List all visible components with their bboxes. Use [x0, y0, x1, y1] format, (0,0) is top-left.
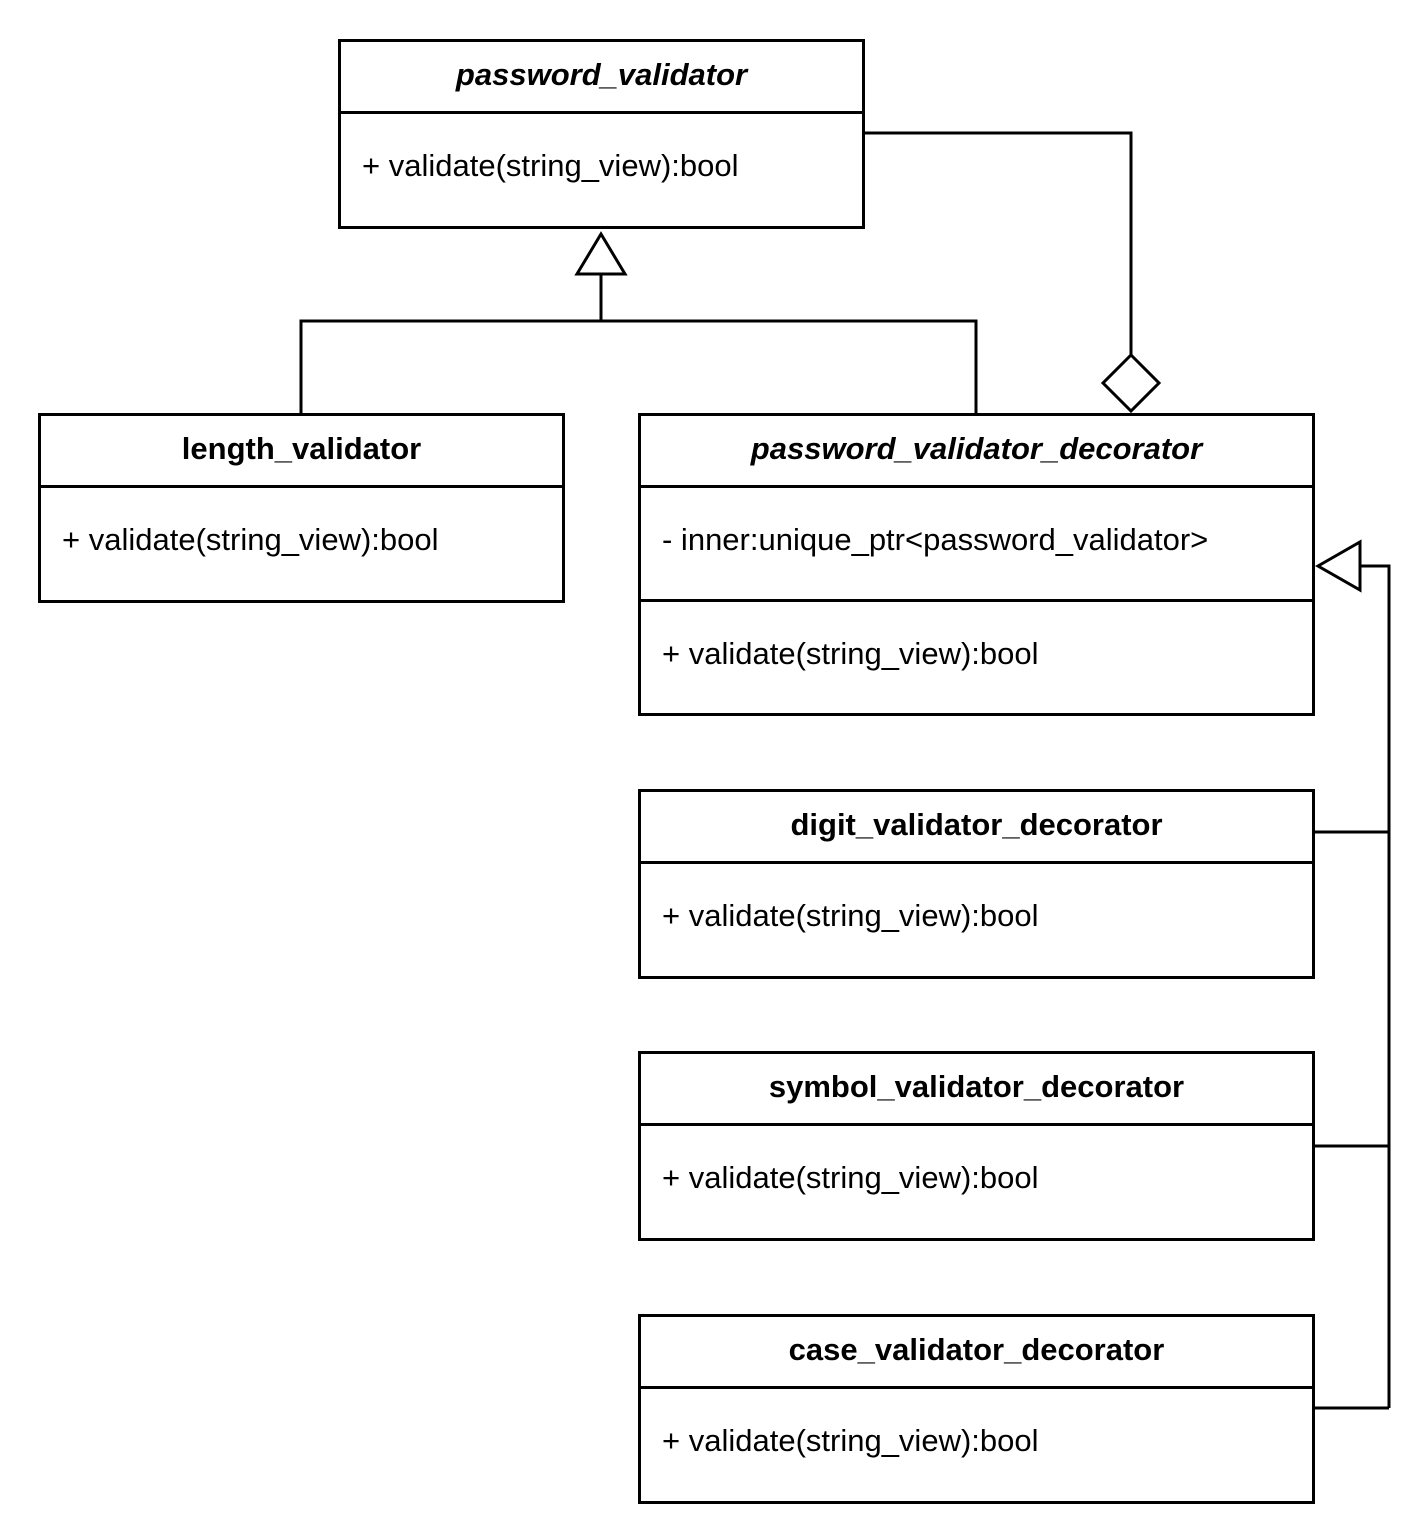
class-name: digit_validator_decorator: [641, 792, 1312, 864]
class-operation: + validate(string_view):bool: [662, 1160, 1039, 1195]
class-attribute: - inner:unique_ptr<password_validator>: [641, 488, 1312, 602]
class-name: case_validator_decorator: [641, 1317, 1312, 1389]
class-operation: + validate(string_view):bool: [662, 1423, 1039, 1458]
class-name: password_validator_decorator: [641, 416, 1312, 488]
class-name: length_validator: [41, 416, 562, 488]
class-operation: + validate(string_view):bool: [662, 898, 1039, 933]
class-operation: + validate(string_view):bool: [62, 522, 439, 557]
class-digit-validator-decorator: digit_validator_decorator + validate(str…: [638, 789, 1315, 979]
generalization-line-decorator-trunk: [1360, 564, 1391, 1408]
generalization-arrowhead-password-validator-decorator: [1314, 539, 1362, 593]
generalization-arrowhead-password-validator: [574, 231, 628, 276]
class-password-validator-decorator: password_validator_decorator - inner:uni…: [638, 413, 1315, 716]
class-operation: + validate(string_view):bool: [362, 148, 739, 183]
generalization-line-length-validator: [299, 319, 601, 413]
class-length-validator: length_validator + validate(string_view)…: [38, 413, 565, 603]
class-symbol-validator-decorator: symbol_validator_decorator + validate(st…: [638, 1051, 1315, 1241]
class-name: password_validator: [341, 42, 862, 114]
aggregation-line: [864, 131, 1133, 355]
class-password-validator: password_validator + validate(string_vie…: [338, 39, 865, 229]
class-operation: + validate(string_view):bool: [662, 636, 1039, 671]
class-name: symbol_validator_decorator: [641, 1054, 1312, 1126]
aggregation-diamond: [1100, 352, 1162, 414]
class-case-validator-decorator: case_validator_decorator + validate(stri…: [638, 1314, 1315, 1504]
generalization-line-password-validator-decorator: [601, 319, 978, 413]
